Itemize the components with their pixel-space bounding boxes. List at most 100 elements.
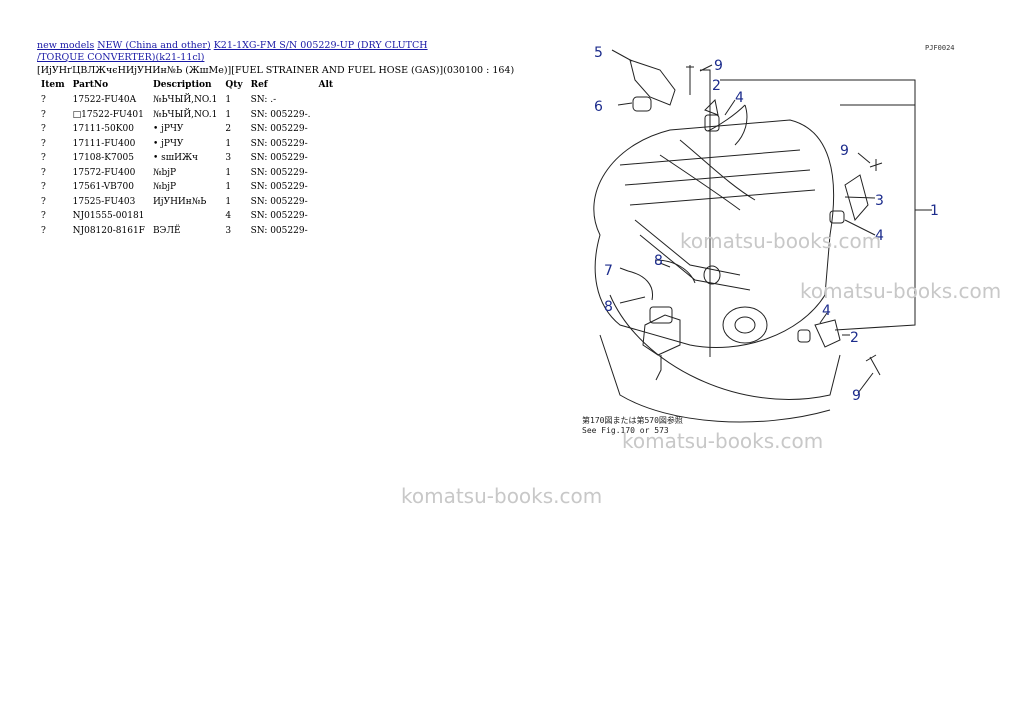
cell-item: ? bbox=[41, 124, 46, 135]
cell-ref: SN: 005229- bbox=[250, 167, 308, 178]
cell-ref: SN: 005229- bbox=[250, 196, 308, 207]
cell-item: ? bbox=[41, 153, 46, 164]
cell-description: №bјР bbox=[152, 182, 177, 193]
diagram-code: PJF0024 bbox=[925, 44, 955, 52]
callout-label: 7 bbox=[604, 263, 613, 279]
callout-label: 6 bbox=[594, 99, 603, 115]
cell-item: ? bbox=[41, 211, 46, 222]
cell-partno: 17561-VB700 bbox=[72, 182, 134, 193]
cell-partno: 17111-50K00 bbox=[72, 124, 134, 135]
callout-label: 8 bbox=[654, 253, 663, 269]
cell-qty: 3 bbox=[225, 225, 232, 236]
cell-partno: 17522-FU40A bbox=[72, 95, 137, 106]
cell-partno: 17108-K7005 bbox=[72, 153, 134, 164]
table-row: ? 17572-FU400 №bјР 1 SN: 005229- bbox=[37, 166, 337, 181]
column-header-partno: PartNo bbox=[72, 80, 109, 90]
cell-alt bbox=[314, 151, 337, 166]
cell-partno: NJ01555-00181 bbox=[72, 211, 145, 222]
cell-item: ? bbox=[41, 109, 46, 120]
cell-partno: 17111-FU400 bbox=[72, 138, 136, 149]
table-row: ? 17525-FU403 ИјУНИн№Ь 1 SN: 005229- bbox=[37, 195, 337, 210]
cell-qty: 1 bbox=[225, 138, 232, 149]
breadcrumb-link-new-models[interactable]: new models bbox=[37, 40, 95, 51]
callout-label: 8 bbox=[604, 299, 613, 315]
cell-alt bbox=[314, 93, 337, 108]
callout-label: 9 bbox=[840, 143, 849, 159]
cell-qty: 1 bbox=[225, 182, 232, 193]
table-row: ? □17522-FU401 №ЬЧЫЙ,NO.1 1 SN: 005229-. bbox=[37, 108, 337, 123]
callout-label: 9 bbox=[714, 58, 723, 74]
cell-ref: SN: .- bbox=[250, 95, 277, 106]
cell-alt bbox=[314, 195, 337, 210]
cell-description: №ЬЧЫЙ,NO.1 bbox=[152, 95, 218, 106]
cell-description: • ѕшИЖч bbox=[152, 153, 199, 164]
cell-description: №ЬЧЫЙ,NO.1 bbox=[152, 109, 218, 120]
cell-partno: NJ08120-8161F bbox=[72, 225, 145, 236]
cell-alt bbox=[314, 180, 337, 195]
cell-description: • јРЧУ bbox=[152, 124, 184, 135]
cell-partno: □17522-FU401 bbox=[72, 109, 144, 120]
table-row: ? 17111-50K00 • јРЧУ 2 SN: 005229- bbox=[37, 122, 337, 137]
cell-qty: 1 bbox=[225, 109, 232, 120]
diagram-note-en: See Fig.170 or 573 bbox=[582, 426, 669, 435]
callout-label: 4 bbox=[822, 303, 831, 319]
cell-ref: SN: 005229- bbox=[250, 138, 308, 149]
callout-label: 5 bbox=[594, 45, 603, 61]
callout-label: 4 bbox=[735, 90, 744, 106]
callout-label: 3 bbox=[875, 193, 884, 209]
cell-item: ? bbox=[41, 95, 46, 106]
cell-description: ВЭЛЁ bbox=[152, 225, 181, 236]
cell-description: ИјУНИн№Ь bbox=[152, 196, 207, 207]
breadcrumb-link-new-china[interactable]: NEW (China and other) bbox=[97, 40, 211, 51]
cell-alt bbox=[314, 209, 337, 224]
cell-description bbox=[149, 209, 221, 224]
cell-ref: SN: 005229- bbox=[250, 182, 308, 193]
cell-qty: 1 bbox=[225, 167, 232, 178]
table-row: ? NJ08120-8161F ВЭЛЁ 3 SN: 005229- bbox=[37, 224, 337, 239]
cell-ref: SN: 005229- bbox=[250, 211, 308, 222]
cell-qty: 1 bbox=[225, 196, 232, 207]
watermark: komatsu-books.com bbox=[401, 484, 603, 508]
parts-table: Item PartNo Description Qty Ref Alt ? 17… bbox=[37, 78, 337, 238]
cell-item: ? bbox=[41, 225, 46, 236]
cell-description: • јРЧУ bbox=[152, 138, 184, 149]
cell-qty: 4 bbox=[225, 211, 232, 222]
cell-ref: SN: 005229- bbox=[250, 153, 308, 164]
table-row: ? 17561-VB700 №bјР 1 SN: 005229- bbox=[37, 180, 337, 195]
cell-alt bbox=[314, 122, 337, 137]
cell-qty: 2 bbox=[225, 124, 232, 135]
cell-item: ? bbox=[41, 182, 46, 193]
cell-qty: 3 bbox=[225, 153, 232, 164]
cell-alt bbox=[314, 166, 337, 181]
callout-label: 1 bbox=[930, 203, 939, 219]
cell-alt bbox=[314, 137, 337, 152]
cell-ref: SN: 005229- bbox=[250, 124, 308, 135]
cell-ref: SN: 005229- bbox=[250, 225, 308, 236]
cell-alt bbox=[314, 108, 337, 123]
cell-partno: 17572-FU400 bbox=[72, 167, 136, 178]
cell-item: ? bbox=[41, 196, 46, 207]
cell-item: ? bbox=[41, 138, 46, 149]
cell-partno: 17525-FU403 bbox=[72, 196, 136, 207]
callout-label: 4 bbox=[875, 228, 884, 244]
cell-item: ? bbox=[41, 167, 46, 178]
column-header-alt: Alt bbox=[318, 80, 334, 90]
breadcrumb: new models NEW (China and other) K21-1XG… bbox=[37, 40, 447, 64]
breadcrumb-link-model[interactable]: K21-1XG-FM S/N 005229-UP (DRY CLUTCH /TO… bbox=[37, 40, 428, 63]
cell-ref: SN: 005229-. bbox=[250, 109, 311, 120]
column-header-ref: Ref bbox=[250, 80, 268, 90]
callout-label: 2 bbox=[850, 330, 859, 346]
table-header-row: Item PartNo Description Qty Ref Alt bbox=[37, 78, 337, 93]
callout-label: 9 bbox=[852, 388, 861, 404]
table-row: ? 17108-K7005 • ѕшИЖч 3 SN: 005229- bbox=[37, 151, 337, 166]
cell-qty: 1 bbox=[225, 95, 232, 106]
page-title: [ИјУНґЦВЛЖчєНИјУНИн№Ь (ЖшМе)][FUEL STRAI… bbox=[37, 65, 515, 76]
diagram-note-jp: 第170図または第570図参照 bbox=[582, 415, 683, 425]
table-row: ? 17111-FU400 • јРЧУ 1 SN: 005229- bbox=[37, 137, 337, 152]
parts-diagram: PJF0024 5 9 2 6 4 9 3 1 4 8 7 8 4 2 9 第1… bbox=[582, 44, 955, 435]
column-header-qty: Qty bbox=[225, 80, 243, 90]
callout-label: 2 bbox=[712, 78, 721, 94]
table-row: ? 17522-FU40A №ЬЧЫЙ,NO.1 1 SN: .- bbox=[37, 93, 337, 108]
cell-alt bbox=[314, 224, 337, 239]
cell-description: №bјР bbox=[152, 167, 177, 178]
